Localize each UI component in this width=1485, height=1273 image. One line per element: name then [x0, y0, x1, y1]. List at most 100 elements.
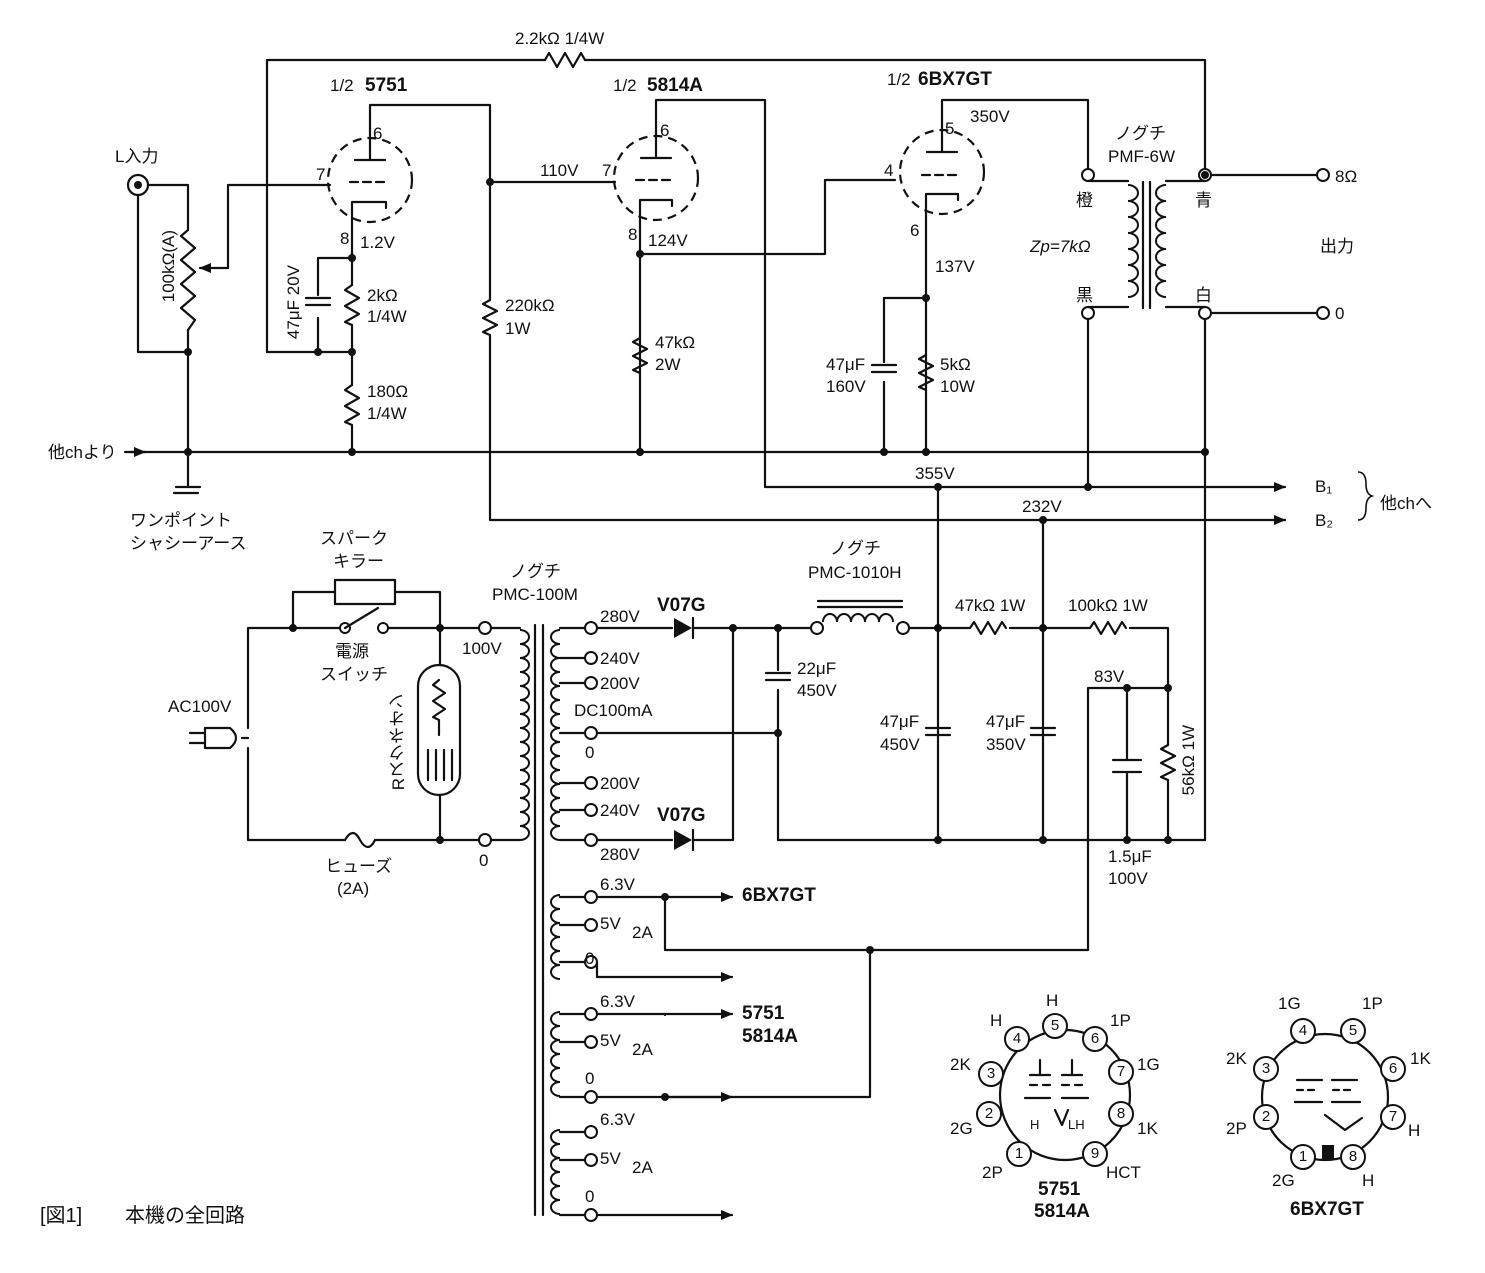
heater2-2a: 2A — [632, 1040, 653, 1059]
opt-lead-blue: 青 — [1195, 191, 1212, 210]
heater2-target1: 5751 — [742, 1003, 785, 1024]
tap-200b: 200V — [600, 774, 640, 793]
pinA-label-1: 2P — [982, 1163, 1003, 1182]
pinA-title-1: 5751 — [1038, 1179, 1081, 1200]
heater3-2a: 2A — [632, 1158, 653, 1177]
tube-v3 — [898, 98, 1090, 457]
heater2-target2: 5814A — [742, 1026, 798, 1047]
pt-maker: ノグチ — [510, 562, 561, 581]
neon-lamp — [416, 663, 462, 797]
power-transformer — [489, 623, 561, 1217]
resistor-47k-1w — [968, 620, 1008, 636]
pinB-label-1: 2G — [1272, 1171, 1295, 1190]
tube-v2-pin-p: 6 — [660, 121, 670, 140]
pinB-1: 1 — [1290, 1144, 1316, 1170]
resistor-56k-label: 56kΩ 1W — [1179, 725, 1198, 796]
opt-lead-black: 黒 — [1076, 286, 1093, 305]
spark-killer-label-2: キラー — [333, 552, 384, 571]
pinA-5: 5 — [1042, 1013, 1068, 1039]
heater2-6v3: 6.3V — [600, 992, 635, 1011]
feedback-wire — [265, 58, 1207, 354]
choke-model: PMC-1010H — [808, 563, 902, 582]
tube-v1-name: 5751 — [365, 75, 408, 96]
tube-v3-pin-k: 6 — [910, 221, 920, 240]
tap-200a: 200V — [600, 674, 640, 693]
rail-232v: 232V — [1022, 497, 1062, 516]
pinA-label-2: 2G — [950, 1119, 973, 1138]
ground-one-point: ワンポイント — [130, 511, 232, 530]
tube-v1-k-voltage: 1.2V — [360, 233, 395, 252]
tube-v3-pin-g: 4 — [884, 161, 894, 180]
resistor-2k-value: 2kΩ — [367, 286, 398, 305]
pt-model: PMC-100M — [492, 585, 578, 604]
diode-lower — [674, 830, 692, 850]
heater2-5v: 5V — [600, 1031, 621, 1050]
cap-47u-450v-value: 47μF — [880, 712, 920, 731]
pt-primary-100v: 100V — [462, 639, 502, 658]
heater1-0: 0 — [585, 949, 595, 968]
pinB-label-3: 2K — [1226, 1049, 1247, 1068]
resistor-100k-1w-label: 100kΩ 1W — [1068, 596, 1148, 615]
switch-label-2: スイッチ — [320, 665, 388, 684]
heater1-5v: 5V — [600, 914, 621, 933]
pinA-inner-h: H — [1030, 1117, 1040, 1132]
tube-v3-pin-p: 5 — [945, 119, 955, 138]
output-0: 0 — [1335, 304, 1345, 323]
switch-label-1: 電源 — [335, 642, 369, 661]
ground-chassis: シャシーアース — [130, 534, 247, 553]
pinB-8: 8 — [1340, 1144, 1366, 1170]
resistor-47k-2w — [631, 336, 649, 375]
pinB-label-7: H — [1408, 1121, 1421, 1140]
pinA-label-9: HCT — [1106, 1163, 1141, 1182]
cap-1-5u-value: 1.5μF — [1108, 847, 1152, 866]
pinB-2: 2 — [1253, 1104, 1279, 1130]
ac-plug — [188, 726, 250, 750]
cap-47u-160v-value: 47μF — [826, 355, 866, 374]
pinA-3: 3 — [978, 1061, 1004, 1087]
tube-v1-prefix: 1/2 — [330, 76, 354, 95]
tube-v1-pin-p: 6 — [373, 124, 383, 143]
resistor-47k-2w-watt: 2W — [655, 355, 681, 374]
cap-1-5u — [1111, 758, 1143, 774]
tap-240b: 240V — [600, 801, 640, 820]
tube-v1 — [326, 103, 492, 257]
pinA-label-6: 1P — [1110, 1011, 1131, 1030]
rails-to-other: 他chへ — [1380, 494, 1432, 513]
power-switch — [343, 606, 380, 630]
output-label: 出力 — [1320, 237, 1354, 256]
opt-model: PMF-6W — [1108, 147, 1176, 166]
voltage-83v: 83V — [1094, 667, 1125, 686]
resistor-56k-1w — [1159, 743, 1177, 782]
pinB-label-4: 1G — [1278, 994, 1301, 1013]
pinA-title-2: 5814A — [1034, 1201, 1090, 1222]
resistor-5k-watt: 10W — [940, 377, 975, 396]
tap-280b: 280V — [600, 845, 640, 864]
ac-label: AC100V — [168, 697, 232, 716]
resistor-2k-watt: 1/4W — [367, 307, 407, 326]
tube-v2-name: 5814A — [647, 75, 703, 96]
cap-47u-20v — [304, 296, 332, 307]
rail-b2: B₂ — [1315, 511, 1333, 530]
tube-v2-pin-k: 8 — [628, 225, 638, 244]
rail-b1: B₁ — [1315, 477, 1333, 496]
pinB-label-8: H — [1362, 1171, 1375, 1190]
cap-22u-volt: 450V — [797, 681, 837, 700]
pot-label: 100kΩ(A) — [159, 230, 178, 303]
ground-from-other: 他chより — [48, 443, 117, 462]
heater3-0: 0 — [585, 1187, 595, 1206]
pinA-label-7: 1G — [1137, 1055, 1160, 1074]
opt-zp: Zp=7kΩ — [1030, 237, 1091, 256]
resistor-5k — [917, 353, 935, 392]
cap-47u-350v — [1029, 726, 1057, 737]
feedback-resistor-label: 2.2kΩ 1/4W — [515, 29, 605, 48]
heater1-target: 6BX7GT — [742, 885, 816, 906]
cap-47u-160v-volt: 160V — [826, 377, 866, 396]
cap-47u-450v — [924, 726, 952, 737]
diode-lower-label: V07G — [657, 805, 706, 826]
resistor-47k-1w-label: 47kΩ 1W — [955, 596, 1026, 615]
tube-v1-pin-k: 8 — [340, 229, 350, 248]
choke-maker: ノグチ — [830, 539, 881, 558]
fuse-rating: (2A) — [337, 879, 370, 898]
heater2-0: 0 — [585, 1069, 595, 1088]
